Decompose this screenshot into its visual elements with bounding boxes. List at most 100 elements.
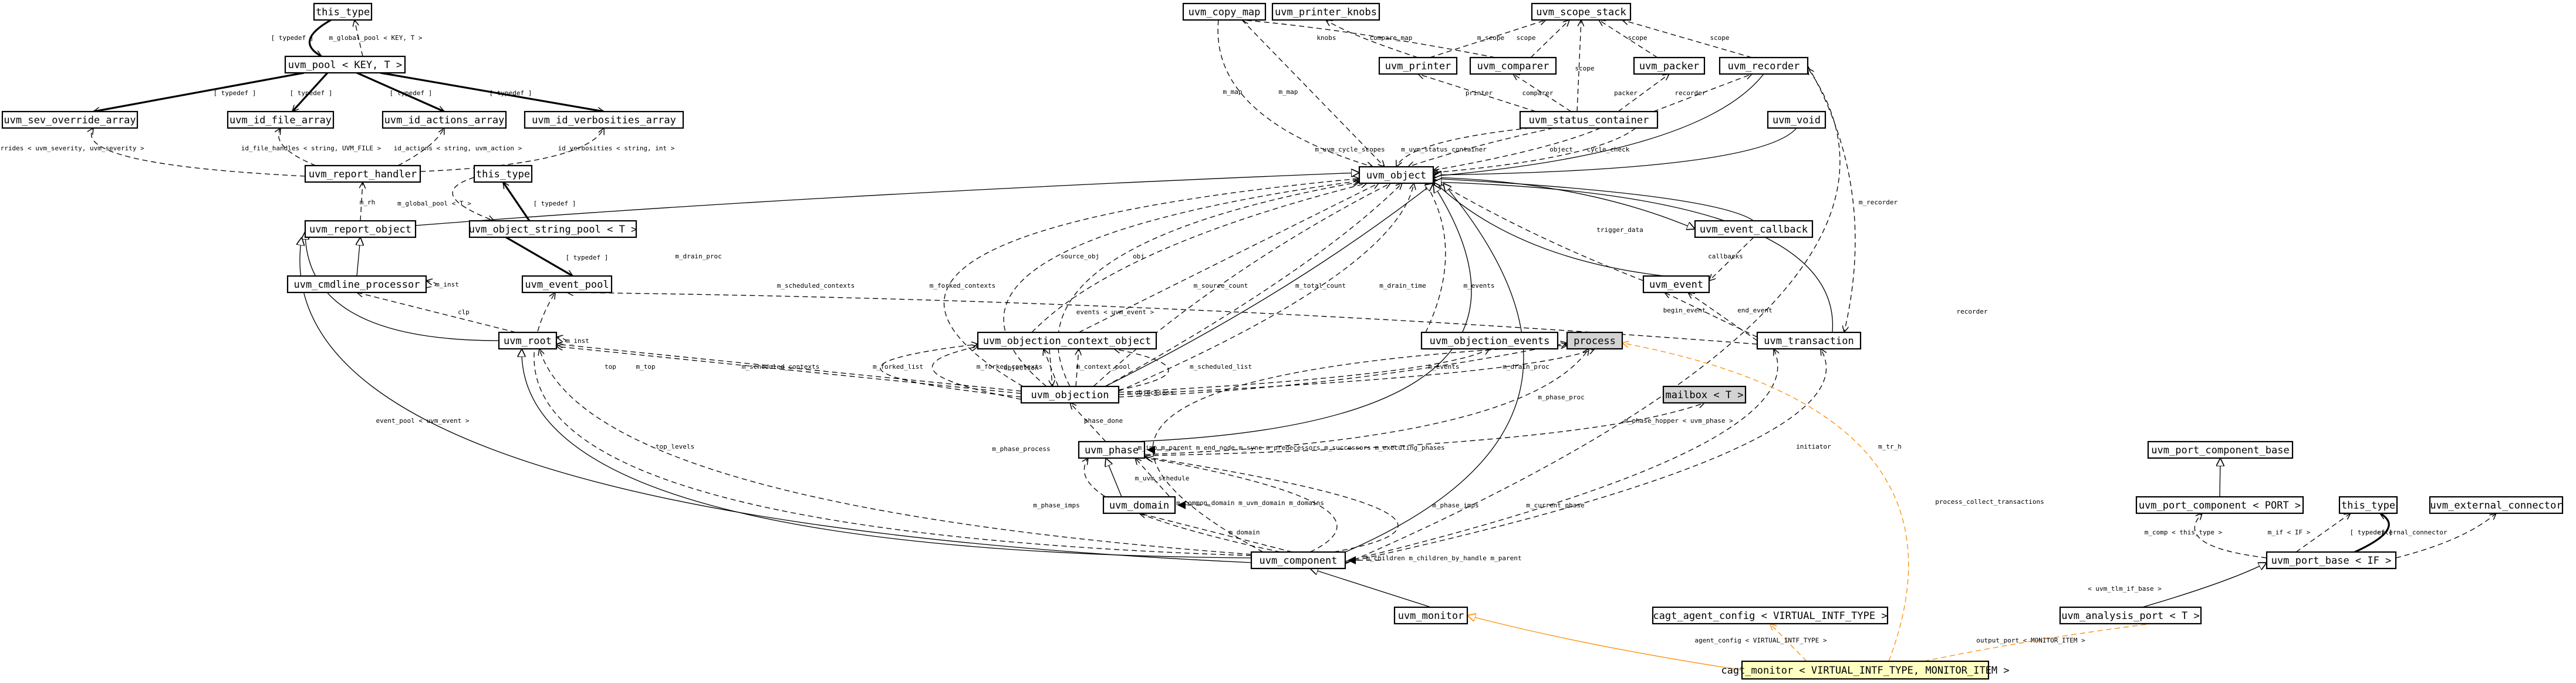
node-box[interactable]: [1250, 551, 1346, 570]
node-box[interactable]: [1182, 2, 1267, 21]
node-box[interactable]: [2147, 440, 2294, 459]
node-uvm-packer[interactable]: uvm_packer: [1633, 56, 1706, 75]
node-this-type-top[interactable]: this_type: [313, 2, 373, 21]
node-uvm-comparer[interactable]: uvm_comparer: [1469, 56, 1557, 75]
node-uvm-port-component-base[interactable]: uvm_port_component_base: [2147, 440, 2294, 459]
node-uvm-event-callback[interactable]: uvm_event_callback: [1694, 220, 1814, 238]
node-box[interactable]: [2338, 496, 2398, 514]
node-uvm-monitor[interactable]: uvm_monitor: [1393, 606, 1468, 625]
node-box[interactable]: [521, 275, 613, 294]
edge-39: [1433, 179, 1754, 221]
node-box[interactable]: [1741, 660, 1990, 680]
edge-8: [397, 128, 444, 166]
node-this-type-right[interactable]: this_type: [2338, 496, 2398, 514]
node-cagt-agent-config[interactable]: cagt_agent_config < VIRTUAL_INTF_TYPE >: [1652, 606, 1889, 625]
node-box[interactable]: [2266, 551, 2397, 570]
node-box[interactable]: [1662, 385, 1747, 404]
node-uvm-id-file-array[interactable]: uvm_id_file_array: [227, 110, 335, 129]
node-uvm-transaction[interactable]: uvm_transaction: [1756, 331, 1862, 350]
node-box[interactable]: [304, 164, 421, 183]
node-box[interactable]: [1642, 275, 1710, 294]
node-uvm-external-connector[interactable]: uvm_external_connector: [2429, 496, 2564, 514]
node-box[interactable]: [227, 110, 335, 129]
node-uvm-pool[interactable]: uvm_pool < KEY, T >: [284, 55, 406, 74]
edge-label-compare_map: compare_map: [1370, 34, 1413, 42]
node-box[interactable]: [1271, 2, 1380, 21]
node-box[interactable]: [1519, 110, 1659, 129]
node-box[interactable]: [2059, 606, 2202, 625]
node-box[interactable]: [473, 164, 533, 183]
node-box[interactable]: [468, 220, 637, 238]
node-box[interactable]: [2135, 496, 2304, 514]
node-box[interactable]: [284, 55, 406, 74]
node-box[interactable]: [977, 331, 1157, 350]
edge-6: [92, 128, 306, 177]
node-uvm-analysis-port[interactable]: uvm_analysis_port < T >: [2059, 606, 2202, 625]
node-uvm-status-container[interactable]: uvm_status_container: [1519, 110, 1659, 129]
node-uvm-root[interactable]: uvm_root: [498, 331, 558, 350]
edge-60: [931, 346, 1022, 400]
edge-13: [505, 236, 573, 277]
node-uvm-object-string-pool[interactable]: uvm_object_string_pool < T >: [468, 220, 637, 238]
node-cagt-monitor[interactable]: cagt_monitor < VIRTUAL_INTF_TYPE, MONITO…: [1721, 660, 2010, 680]
node-uvm-objection[interactable]: uvm_objection: [1020, 385, 1120, 404]
node-uvm-report-handler[interactable]: uvm_report_handler: [304, 164, 421, 183]
node-box[interactable]: [1358, 166, 1434, 184]
node-uvm-objection-events[interactable]: uvm_objection_events: [1420, 331, 1559, 350]
node-process[interactable]: process: [1566, 331, 1623, 350]
node-mailbox[interactable]: mailbox < T >: [1662, 385, 1747, 404]
edge-99: [2295, 513, 2351, 553]
node-box[interactable]: [286, 275, 427, 294]
node-uvm-id-actions-array[interactable]: uvm_id_actions_array: [381, 110, 507, 129]
node-uvm-port-base[interactable]: uvm_port_base < IF >: [2266, 551, 2397, 570]
edge-1: [355, 20, 363, 57]
node-uvm-void[interactable]: uvm_void: [1767, 110, 1827, 129]
node-box[interactable]: [1420, 331, 1559, 350]
node-box[interactable]: [1078, 440, 1146, 459]
node-uvm-event[interactable]: uvm_event: [1642, 275, 1710, 294]
node-label: uvm_event_callback: [1700, 224, 1808, 235]
node-uvm-recorder[interactable]: uvm_recorder: [1719, 56, 1809, 75]
edge-label-sev_overrides: sev_overrides < uvm_severity, uvm_severi…: [0, 144, 144, 152]
node-box[interactable]: [1756, 331, 1862, 350]
node-label: uvm_pool < KEY, T >: [288, 59, 402, 71]
node-uvm-report-object[interactable]: uvm_report_object: [304, 220, 417, 238]
node-uvm-component[interactable]: uvm_component: [1250, 551, 1346, 570]
node-box[interactable]: [1393, 606, 1468, 625]
node-uvm-printer[interactable]: uvm_printer: [1378, 56, 1458, 75]
node-uvm-objection-context-object[interactable]: uvm_objection_context_object: [977, 331, 1157, 350]
node-box[interactable]: [1719, 56, 1809, 75]
node-uvm-printer-knobs[interactable]: uvm_printer_knobs: [1271, 2, 1380, 21]
node-box[interactable]: [381, 110, 507, 129]
node-box[interactable]: [1020, 385, 1120, 404]
node-box[interactable]: [313, 2, 373, 21]
node-box[interactable]: [1767, 110, 1827, 129]
node-box[interactable]: [524, 110, 684, 129]
node-uvm-port-component[interactable]: uvm_port_component < PORT >: [2135, 496, 2304, 514]
node-uvm-domain[interactable]: uvm_domain: [1102, 496, 1176, 514]
node-uvm-scope-stack[interactable]: uvm_scope_stack: [1531, 2, 1632, 21]
node-box[interactable]: [304, 220, 417, 238]
node-box[interactable]: [2429, 496, 2564, 514]
node-uvm-sev-override-array[interactable]: uvm_sev_override_array: [1, 110, 139, 129]
node-uvm-id-verbosities-array[interactable]: uvm_id_verbosities_array: [524, 110, 684, 129]
node-box[interactable]: [1531, 2, 1632, 21]
node-box[interactable]: [1633, 56, 1706, 75]
node-box[interactable]: [1378, 56, 1458, 75]
node-box[interactable]: [1469, 56, 1557, 75]
node-label: uvm_sev_override_array: [4, 115, 136, 126]
node-box[interactable]: [1694, 220, 1814, 238]
node-box[interactable]: [1102, 496, 1176, 514]
node-uvm-event-pool[interactable]: uvm_event_pool: [521, 275, 613, 294]
node-uvm-phase[interactable]: uvm_phase: [1078, 440, 1146, 459]
node-uvm-cmdline-processor[interactable]: uvm_cmdline_processor: [286, 275, 427, 294]
node-box[interactable]: [498, 331, 558, 350]
node-uvm-copy-map[interactable]: uvm_copy_map: [1182, 2, 1267, 21]
node-this-type-mid[interactable]: this_type: [473, 164, 533, 183]
node-box[interactable]: [1566, 331, 1623, 350]
edge-78: [300, 237, 1252, 563]
node-box[interactable]: [1, 110, 139, 129]
node-uvm-object[interactable]: uvm_object: [1358, 166, 1434, 184]
node-box[interactable]: [1652, 606, 1889, 625]
